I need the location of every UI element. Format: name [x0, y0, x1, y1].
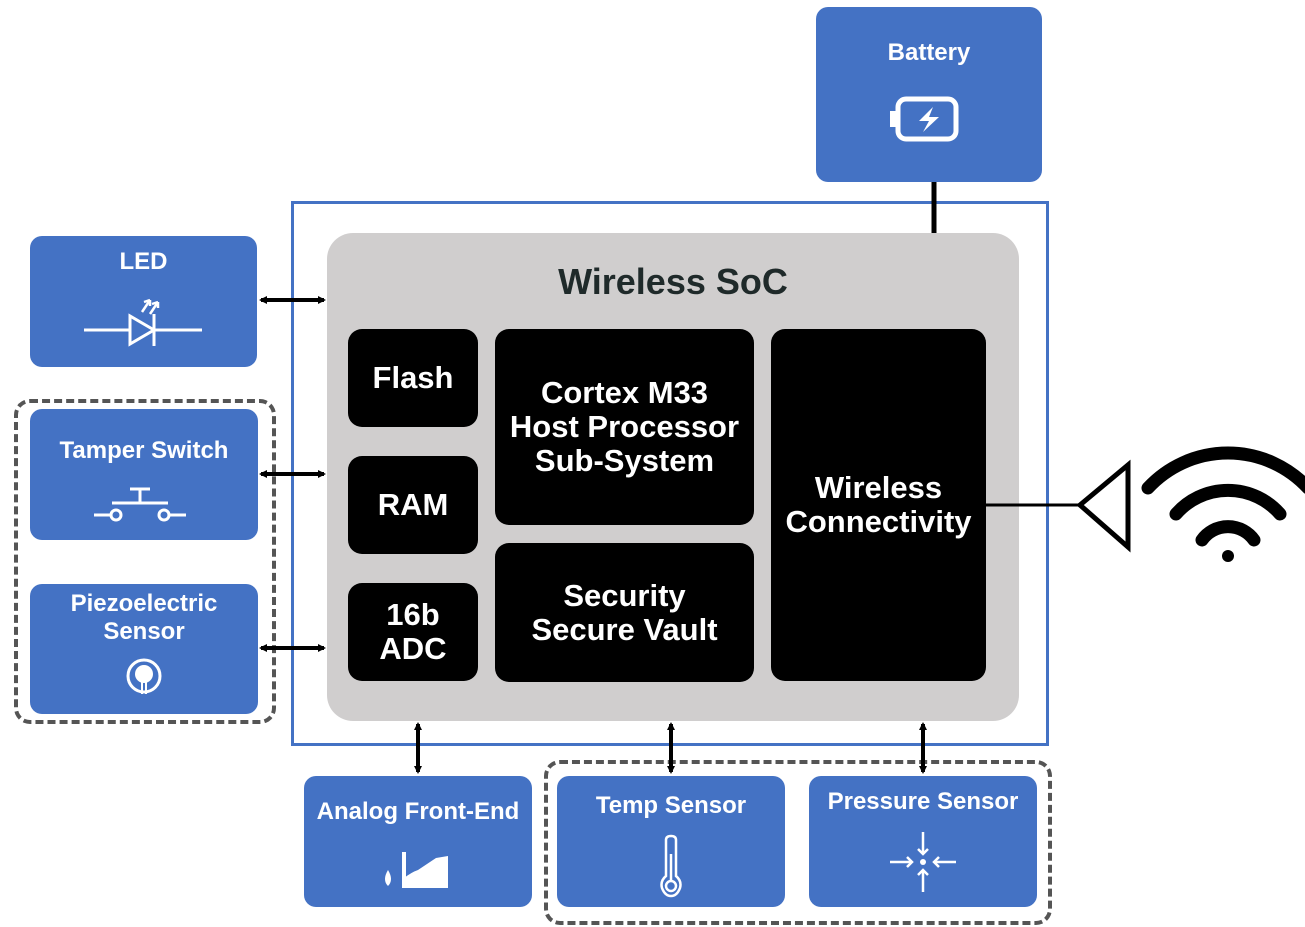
- wireless-connectivity-block: Wireless Connectivity: [771, 329, 986, 681]
- pressure-arrows-icon: [890, 832, 956, 892]
- battery-label: Battery: [887, 39, 971, 66]
- adc-block: 16b ADC: [348, 583, 478, 681]
- battery-box: Battery: [816, 7, 1042, 182]
- piezo-sensor-box: Piezoelectric Sensor: [30, 584, 258, 714]
- push-switch-icon: [94, 487, 186, 522]
- cpu-block: Cortex M33 Host Processor Sub-System: [495, 329, 754, 525]
- tamper-switch-box: Tamper Switch: [30, 409, 258, 540]
- thermometer-icon: [660, 834, 682, 898]
- left-sensor-group: [14, 399, 276, 724]
- temp-sensor-label: Temp Sensor: [595, 792, 747, 819]
- led-label: LED: [119, 248, 168, 275]
- pressure-sensor-label: Pressure Sensor: [827, 788, 1019, 815]
- piezo-sensor-label: Piezoelectric Sensor: [70, 590, 218, 645]
- analog-front-end-label: Analog Front-End: [316, 798, 520, 825]
- ram-block: RAM: [348, 456, 478, 554]
- analog-front-end-box: Analog Front-End: [304, 776, 532, 907]
- flash-block: Flash: [348, 329, 478, 427]
- wifi-icon: [1141, 446, 1305, 562]
- pressure-sensor-box: Pressure Sensor: [809, 776, 1037, 907]
- battery-charging-icon: [890, 96, 959, 142]
- antenna-icon: [1076, 459, 1131, 553]
- led-diode-icon: [84, 298, 202, 347]
- tamper-switch-label: Tamper Switch: [59, 437, 229, 464]
- led-box: LED: [30, 236, 257, 367]
- piezo-element-icon: [126, 658, 162, 694]
- analog-signal-icon: [385, 852, 448, 888]
- temp-sensor-box: Temp Sensor: [557, 776, 785, 907]
- bottom-sensor-group: [544, 760, 1052, 925]
- security-block: Security Secure Vault: [495, 543, 754, 682]
- soc-title: Wireless SoC: [558, 261, 788, 302]
